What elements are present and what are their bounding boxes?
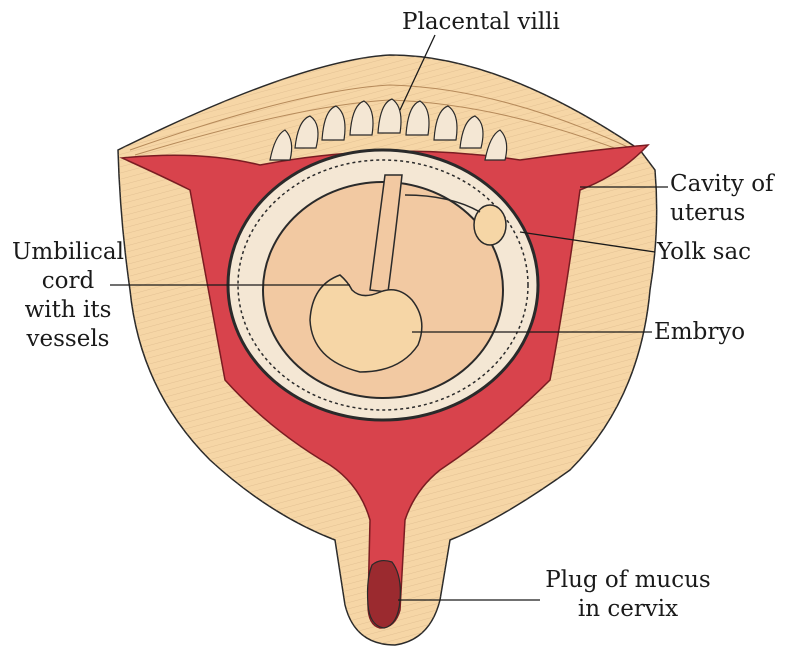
label-cavity-of-uterus: Cavity of uterus — [670, 171, 774, 226]
label-yolk-sac: Yolk sac — [657, 239, 752, 265]
label-embryo: Embryo — [654, 319, 746, 345]
label-plug-of-mucus: Plug of mucus in cervix — [545, 567, 711, 622]
cervix-mucus-plug — [366, 559, 401, 629]
placental-villi — [269, 98, 508, 161]
embryo-shape — [309, 274, 423, 373]
yolk-sac-shape — [473, 204, 507, 246]
label-umbilical-cord: Umbilical cord with its vessels — [12, 239, 124, 352]
label-placental-villi: Placental villi — [402, 9, 560, 35]
